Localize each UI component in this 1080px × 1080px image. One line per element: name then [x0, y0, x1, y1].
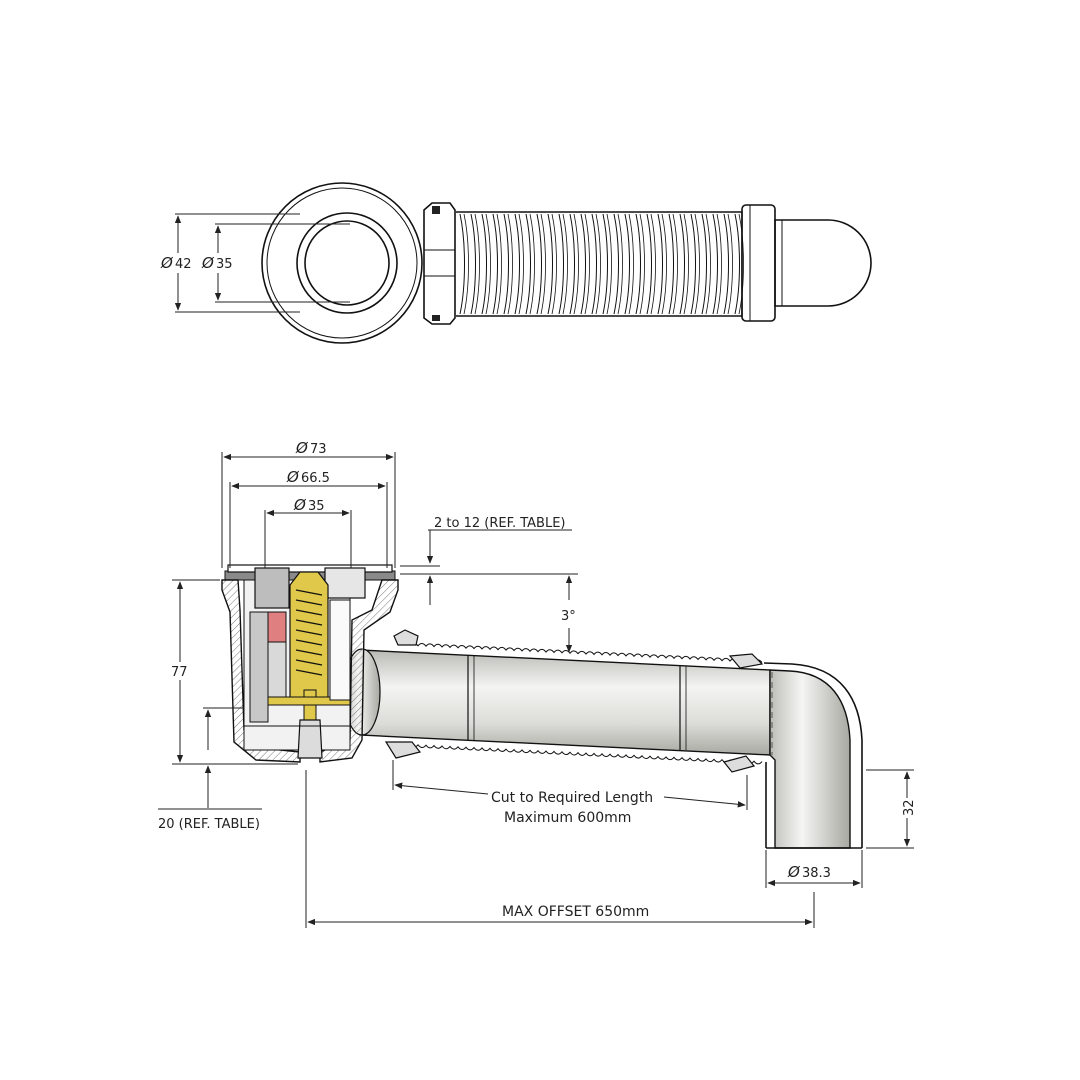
dim-text-77: 77	[171, 665, 188, 680]
dim-text-slope: 3°	[561, 609, 576, 624]
diameter-symbol: Ø	[201, 254, 215, 272]
dim-text-35-section: 35	[308, 499, 325, 514]
dim-text-max-offset: MAX OFFSET 650mm	[502, 904, 649, 920]
dim-text-66-5: 66.5	[301, 471, 330, 486]
outlet-spigot	[297, 719, 323, 759]
dim-text-73: 73	[310, 442, 327, 457]
dim-text-38-3: 38.3	[802, 866, 831, 881]
waste-body-section	[221, 564, 399, 763]
dim-text-adjust-range: 2 to 12 (REF. TABLE)	[434, 516, 566, 531]
diameter-symbol: Ø	[787, 863, 801, 881]
dim-text-42: 42	[175, 257, 192, 272]
flange-inner-circle	[266, 187, 418, 339]
waste-inner-circle	[304, 220, 390, 306]
waste-outer-circle	[296, 212, 398, 314]
nut-mark-bottom	[432, 315, 440, 321]
dim-text-base-height: 20 (REF. TABLE)	[158, 817, 260, 832]
diameter-symbol: Ø	[160, 254, 174, 272]
nut-mark-top	[432, 206, 440, 214]
hose-clip	[722, 755, 756, 773]
connector-nut	[423, 202, 456, 325]
inner-pipe	[359, 649, 771, 756]
elbow-outer-wall	[763, 662, 863, 848]
top-view: Ø 42 Ø 35	[158, 182, 872, 344]
valve-spring	[295, 589, 323, 676]
brass-valve	[289, 571, 329, 701]
waste-pipe	[343, 629, 863, 849]
diameter-symbol: Ø	[295, 439, 309, 457]
dim-text-cut-length: Cut to Required Length	[491, 790, 653, 806]
corrugation-top	[409, 642, 763, 664]
diameter-symbol: Ø	[286, 468, 300, 486]
dim-text-32: 32	[902, 799, 917, 816]
outlet-pipe-top	[774, 219, 872, 307]
body-wall-right	[319, 579, 399, 763]
seal-ring	[267, 611, 287, 643]
dim-text-35-top: 35	[216, 257, 233, 272]
diameter-symbol: Ø	[293, 496, 307, 514]
dimensions: Ø 73 Ø 66.5 Ø 35 2 to 12 (REF. TABLE)	[158, 439, 917, 928]
corrugated-hose-top	[456, 211, 744, 317]
hose-clip	[393, 629, 419, 646]
corrugation-bottom	[409, 744, 763, 765]
flange-outer-circle	[261, 182, 423, 344]
hose-end-cuff	[741, 204, 776, 322]
grate-cap	[254, 567, 290, 609]
elbow-pipe	[769, 669, 851, 849]
section-view: Ø 73 Ø 66.5 Ø 35 2 to 12 (REF. TABLE)	[158, 439, 917, 928]
dim-text-max-length: Maximum 600mm	[504, 810, 631, 826]
hose-clip	[728, 653, 764, 669]
hose-clip	[384, 741, 422, 759]
